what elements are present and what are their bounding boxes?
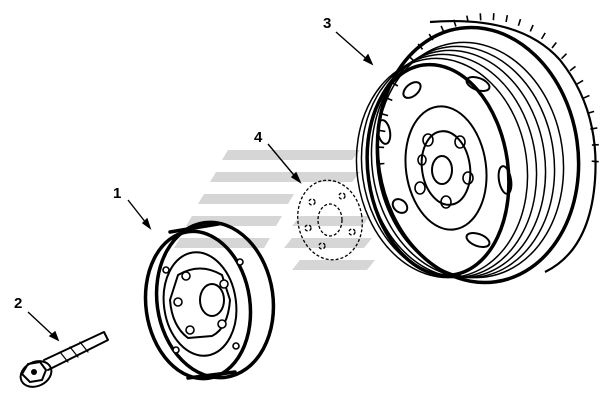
callout-3: 3 [323, 15, 331, 32]
damper-pulley [355, 13, 599, 285]
pulley-center-bore [431, 155, 453, 185]
hub-center-bore [199, 283, 225, 317]
hub-bolt [19, 331, 109, 388]
tone-wheel-tooth [560, 53, 568, 60]
bolt-thread [59, 341, 89, 363]
hub-top-edge [168, 222, 220, 234]
callout-1: 1 [113, 185, 121, 202]
pulley-front-face [365, 62, 511, 278]
pulley-inner-ring [404, 105, 488, 231]
pulley-windows [376, 76, 513, 248]
tone-wheel-tooth [540, 32, 546, 40]
tone-wheel-tooth [590, 127, 598, 130]
tone-wheel-tooth [517, 18, 522, 27]
bolt-shank [43, 331, 109, 371]
callout-2: 2 [14, 295, 22, 312]
pulley-grooves [355, 41, 565, 279]
bolt-head [21, 361, 47, 383]
leader-lines [27, 31, 374, 342]
bolt-head-center [31, 369, 37, 375]
pulley-rear-rim [375, 25, 581, 285]
tone-wheel-tooth [551, 42, 557, 49]
crankshaft-hub [143, 220, 276, 381]
tone-wheel-tooth [582, 94, 590, 100]
tone-wheel-tooth [576, 79, 584, 85]
pulley-bolt-holes [414, 133, 474, 209]
watermark-logo [174, 150, 375, 270]
hub-inner-ring [162, 251, 238, 357]
tone-wheel-tooth [569, 65, 576, 72]
hub-rear [154, 220, 276, 380]
hub-front-face [143, 229, 253, 381]
tone-wheel-tooth [466, 15, 469, 23]
tone-wheel-tooth [452, 19, 457, 27]
tone-wheel-teeth [429, 19, 597, 273]
spacer-plate [297, 179, 363, 261]
callout-4: 4 [254, 129, 263, 146]
tone-wheel-tooth [587, 110, 595, 115]
tone-wheel-tooth [505, 14, 509, 23]
tone-wheel-tooth [529, 24, 534, 32]
hub-bolt-holes [162, 258, 244, 354]
tone-wheel-tooth [591, 160, 599, 163]
